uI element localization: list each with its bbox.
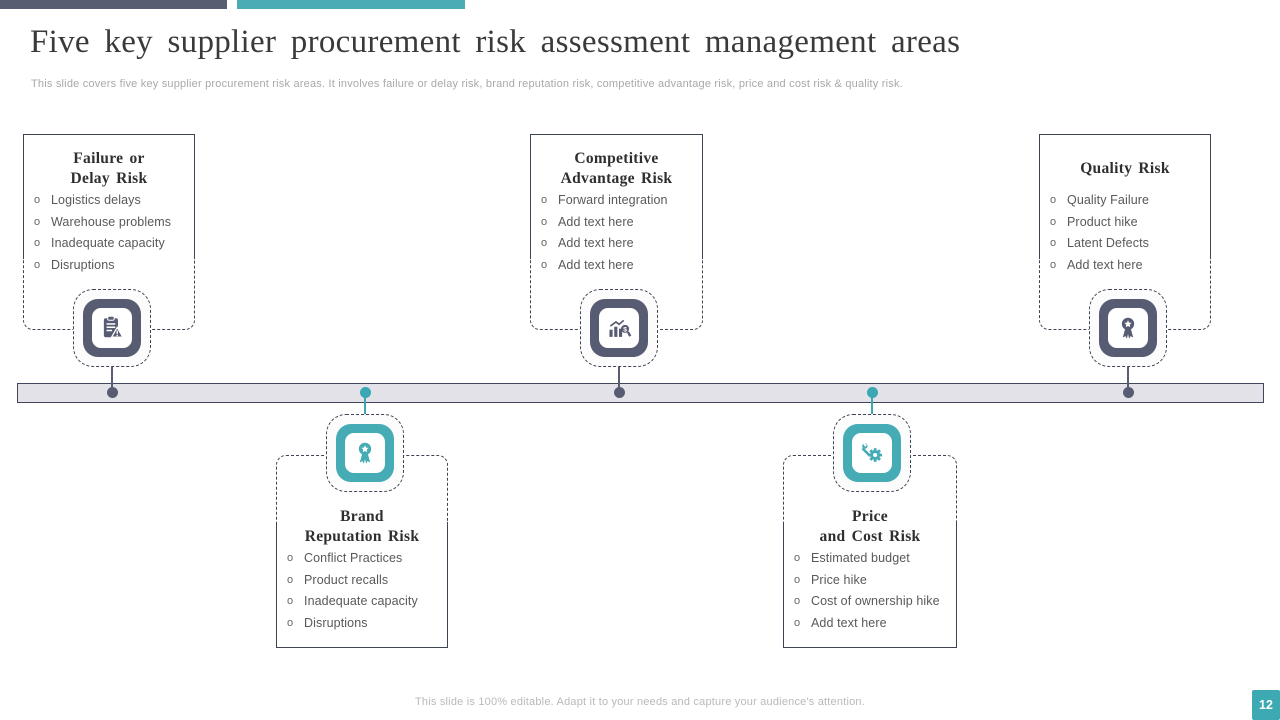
gear-wrench-icon (852, 433, 892, 473)
top-accent-bar-teal (237, 0, 465, 9)
bullet-marker: o (287, 573, 294, 586)
top-accent-bar-slate (0, 0, 227, 9)
page-title: Five key supplier procurement risk asses… (30, 24, 961, 60)
page-number-badge: 12 (1252, 690, 1280, 720)
icon-frame: $ (580, 289, 658, 367)
bullet-marker: o (1050, 194, 1057, 206)
bullet-marker: o (541, 215, 548, 228)
bullet-marker: o (1050, 258, 1057, 271)
bullet-marker: o (1050, 237, 1057, 249)
connector-line (1127, 366, 1129, 393)
bullet-marker: o (1050, 215, 1057, 228)
card-border (23, 134, 195, 258)
card-title: Brand Reputation Risk (304, 508, 420, 545)
bullet-marker: o (34, 215, 41, 228)
timeline-dot (360, 387, 371, 398)
connector-line (618, 366, 620, 393)
timeline-dot (867, 387, 878, 398)
footer-note: This slide is 100% editable. Adapt it to… (415, 696, 865, 708)
card-border (530, 134, 703, 258)
icon-frame (326, 414, 404, 492)
bullet-marker: o (34, 237, 41, 249)
timeline-dot (1123, 387, 1134, 398)
bullet-marker: o (794, 573, 801, 586)
card-title: Quality Risk (1080, 160, 1170, 177)
timeline-bar (17, 383, 1264, 403)
connector-line (111, 366, 113, 393)
bullet-marker: o (794, 595, 801, 607)
card-border (1039, 134, 1211, 258)
card-title: Price and Cost Risk (819, 508, 921, 545)
bullet-marker: o (794, 616, 801, 629)
bullet-marker: o (34, 194, 41, 206)
award-ribbon-icon (345, 433, 385, 473)
bullet-marker: o (541, 258, 548, 271)
bullet-marker: o (287, 616, 294, 629)
bar-chart-magnifier-icon: $ (599, 308, 639, 348)
icon-frame (1089, 289, 1167, 367)
bullet-marker: o (34, 258, 41, 271)
timeline-dot (614, 387, 625, 398)
bullet-marker: o (541, 237, 548, 249)
icon-frame (73, 289, 151, 367)
card-title: Failure or Delay Risk (70, 150, 148, 187)
bullet-marker: o (287, 552, 294, 564)
bullet-marker: o (287, 595, 294, 607)
card-title: Competitive Advantage Risk (560, 150, 673, 187)
timeline-dot (107, 387, 118, 398)
connector-line (364, 392, 366, 416)
card-border (783, 523, 957, 648)
connector-line (871, 392, 873, 416)
card-border (276, 523, 448, 648)
svg-text:$: $ (623, 326, 627, 333)
clipboard-warning-icon (92, 308, 132, 348)
icon-frame (833, 414, 911, 492)
bullet-marker: o (541, 194, 548, 206)
bullet-marker: o (794, 552, 801, 564)
medal-star-icon (1108, 308, 1148, 348)
slide-subtitle: This slide covers five key supplier proc… (31, 78, 903, 90)
